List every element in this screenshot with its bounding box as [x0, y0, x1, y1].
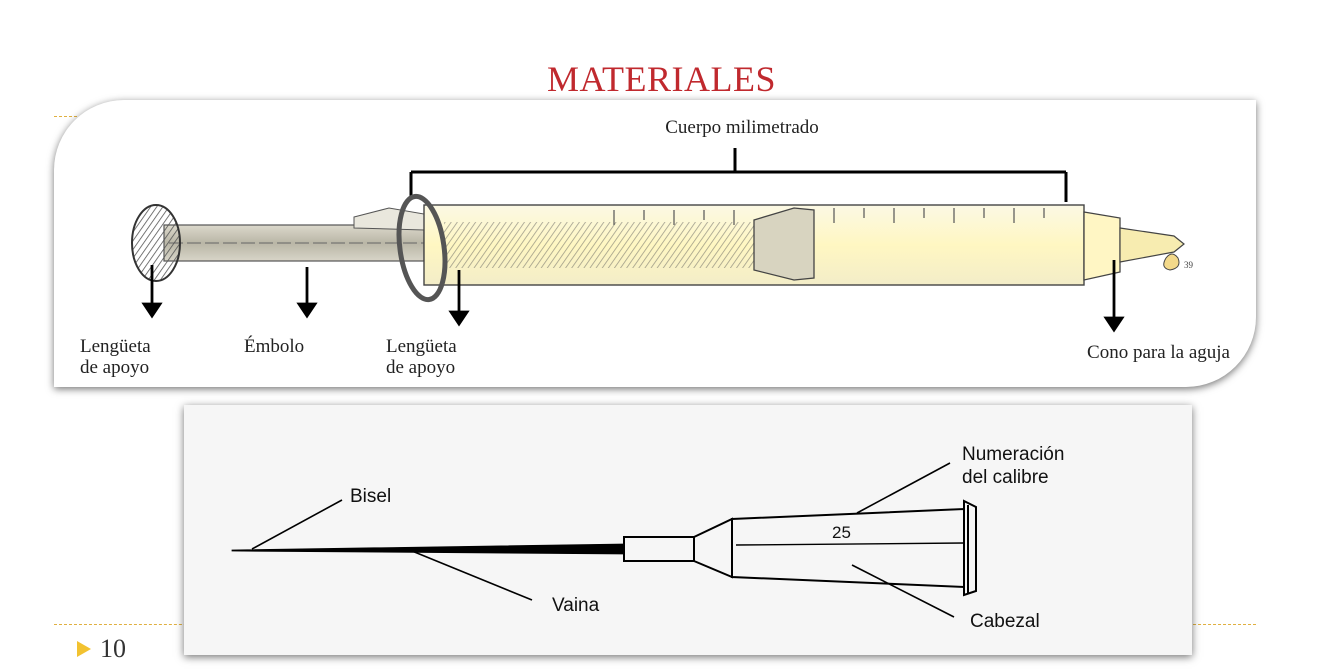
- plunger-label: Émbolo: [244, 335, 304, 357]
- label-arrows: [141, 260, 1125, 333]
- needle-cone-label: Cono para la aguja: [1087, 342, 1231, 363]
- hub-label: Cabezal: [970, 611, 1040, 632]
- flange-left-label-2: de apoyo: [80, 357, 149, 378]
- body-bracket: [409, 148, 1068, 202]
- needle-cone: 39: [1119, 227, 1194, 271]
- gauge-label-1: Numeración: [962, 444, 1064, 465]
- plunger: [163, 207, 425, 262]
- slide-title: MATERIALES: [547, 59, 776, 99]
- needle-hub: [623, 499, 977, 597]
- flange-mid-label-2: de apoyo: [386, 357, 455, 378]
- page-number: 10: [100, 634, 126, 663]
- syringe-diagram: Cuerpo milimetrado: [80, 117, 1231, 378]
- body-label: Cuerpo milimetrado: [665, 117, 819, 138]
- shaft-label: Vaina: [552, 595, 600, 616]
- needle-leader-lines: [251, 462, 955, 618]
- needle-diagram: 25 Bisel Numeración del calibre Vaina Ca…: [231, 444, 1064, 632]
- syringe-barrel: [423, 204, 1121, 286]
- flange-left-label-1: Lengüeta: [80, 336, 151, 357]
- syringe-diagram-card: Cuerpo milimetrado: [54, 100, 1256, 387]
- thumb-rest: [131, 204, 181, 282]
- finger-flange: [396, 193, 448, 303]
- svg-text:39: 39: [1184, 260, 1194, 270]
- flange-mid-label-1: Lengüeta: [386, 336, 457, 357]
- gauge-number: 25: [832, 523, 851, 542]
- needle-diagram-card: 25 Bisel Numeración del calibre Vaina Ca…: [184, 405, 1192, 655]
- bevel-label: Bisel: [350, 486, 391, 507]
- needle-shaft: [231, 543, 625, 555]
- triangle-bullet-icon: [77, 641, 91, 657]
- gauge-label-2: del calibre: [962, 467, 1049, 488]
